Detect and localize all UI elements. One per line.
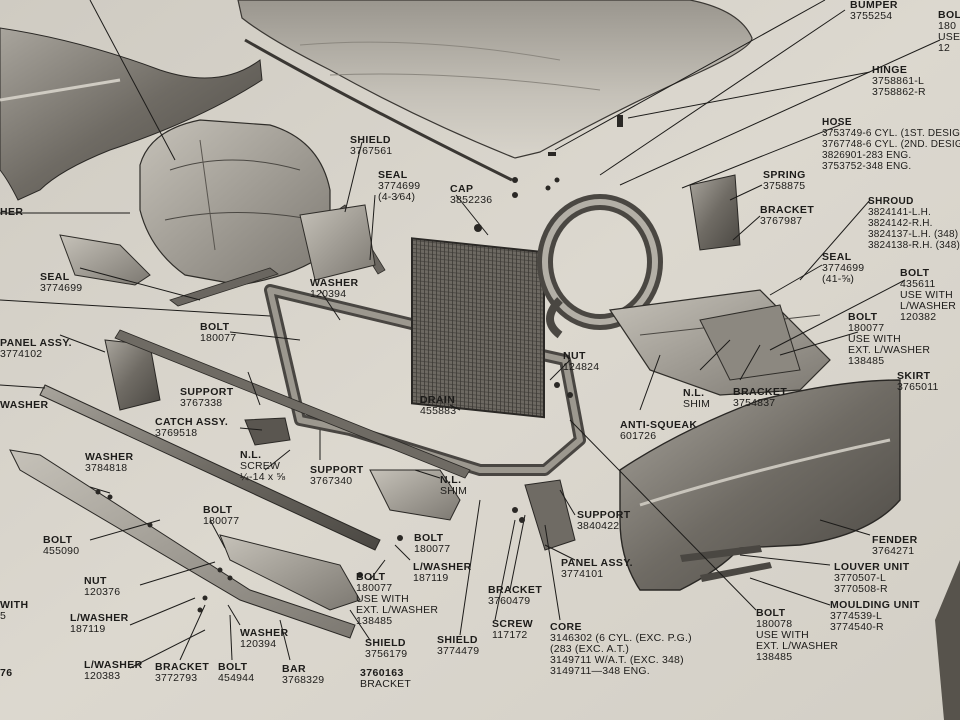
fasteners [95,115,623,613]
left-fender-highlight [0,78,121,102]
label-bolt-top-right: BOLT180USE12 [938,9,960,54]
label-nl-shim-mid: N.L.SHIM [440,474,468,497]
label-catch-assy: CATCH ASSY.3769518 [155,416,229,439]
louver-part [680,545,762,562]
hood-edge [244,38,513,182]
left-inner-fender [139,119,331,286]
support-3-part [524,479,576,551]
left-bracket [59,234,151,286]
label-edge-76: 76 [0,667,13,679]
hose-part [546,297,563,339]
label-nl-shim-right: N.L.SHIM [683,387,711,410]
shield-top-part [299,204,376,281]
label-her-left: HER [0,206,24,218]
page-shadow-right [935,560,960,720]
hinge-part [689,174,741,251]
label-washer-left: WASHER [0,399,49,411]
skirt-part [699,304,801,381]
leader-lines [0,0,941,669]
catch-part [244,417,291,446]
seal-strip-left [169,267,279,307]
radiator-core [411,237,545,419]
upper-rail [114,329,471,479]
label-panel-assy-right: PANEL ASSY.3774101 [561,557,633,580]
hood-crease [299,41,561,61]
moulding-part [700,562,772,582]
left-fender [0,27,263,201]
label-panel-assy-left: PANEL ASSY.3774102 [0,337,72,360]
lower-panel [219,534,361,611]
hood-crease [329,73,601,91]
lower-bar [39,384,381,551]
shim-part [369,469,461,521]
right-fender [619,379,901,591]
lower-frame [9,449,356,639]
